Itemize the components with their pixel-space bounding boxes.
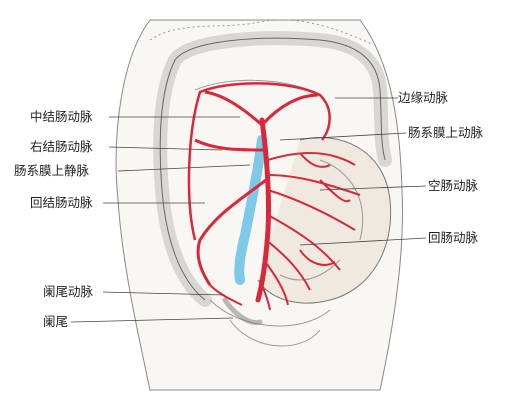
label-marginal-artery: 边缘动脉 xyxy=(398,90,449,105)
label-ileocolic-artery: 回结肠动脉 xyxy=(30,195,93,210)
appendix xyxy=(222,297,263,326)
ileal-branches xyxy=(259,214,341,311)
label-jejunal-artery: 空肠动脉 xyxy=(428,178,479,193)
ileocolic-artery xyxy=(196,178,267,286)
label-appendix: 阑尾 xyxy=(43,314,69,329)
small-intestine xyxy=(257,137,392,304)
label-right-colic-artery: 右结肠动脉 xyxy=(30,139,93,154)
right-colic-artery xyxy=(194,138,265,152)
label-superior-mesenteric-vein: 肠系膜上静脉 xyxy=(14,163,90,178)
label-ileal-artery: 回肠动脉 xyxy=(428,230,479,245)
jejunal-branches xyxy=(267,152,361,231)
label-superior-mesenteric-artery: 肠系膜上动脉 xyxy=(408,125,484,140)
label-appendicular-artery: 阑尾动脉 xyxy=(43,284,94,299)
superior-mesenteric-artery xyxy=(255,117,272,303)
appendicular-artery xyxy=(209,284,243,306)
fat-fringe xyxy=(149,19,373,45)
label-middle-colic-artery: 中结肠动脉 xyxy=(30,109,93,124)
marginal-artery xyxy=(187,82,331,241)
leader-lines xyxy=(70,97,427,323)
superior-mesenteric-vein xyxy=(234,135,267,285)
middle-colic-artery xyxy=(204,90,319,127)
